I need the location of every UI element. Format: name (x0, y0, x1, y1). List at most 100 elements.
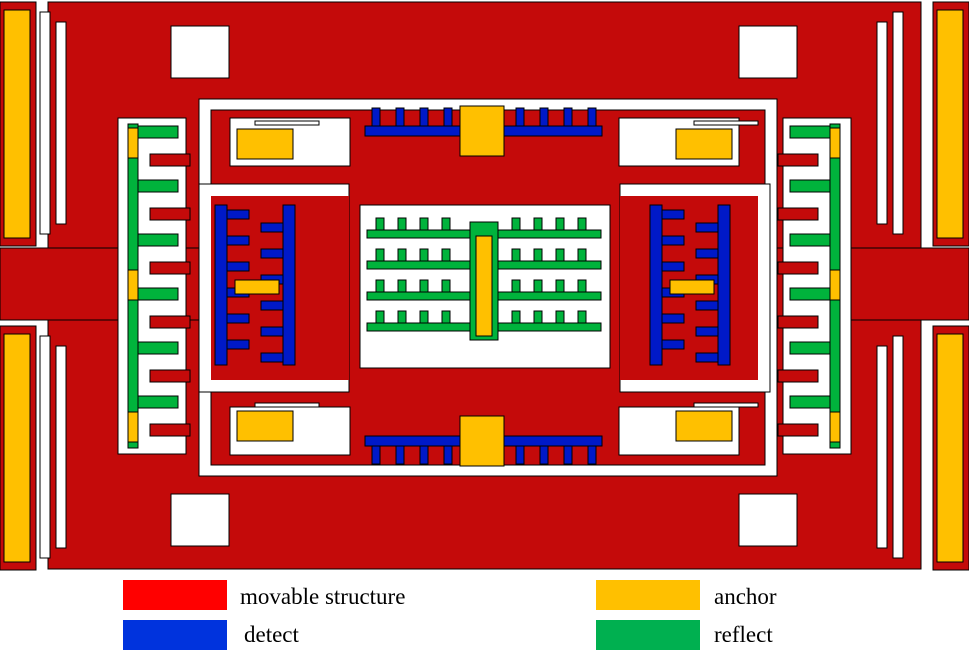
spring-anchor-1 (3, 333, 31, 563)
detect-finger-3 (443, 107, 453, 127)
movable-finger-2 (149, 261, 191, 275)
release-hole-4 (738, 493, 798, 547)
center-tooth-l-3-0 (375, 310, 385, 324)
center-tooth-r-1-0 (511, 248, 521, 262)
detect-finger-r-0 (695, 222, 719, 233)
center-tooth-r-2-3 (577, 279, 587, 293)
detect-finger-r-5 (260, 352, 284, 363)
legend-swatch-movable (123, 580, 227, 610)
corner-anchors (236, 120, 759, 442)
legend-label-movable: movable structure (240, 584, 406, 609)
right-spring-suspensions (876, 1, 969, 571)
left-reflect-comb (127, 123, 191, 449)
center-tooth-r-3-3 (577, 310, 587, 324)
legend-swatch-anchor (596, 580, 700, 610)
detect-finger-1 (395, 445, 405, 465)
detect-finger-r-5 (695, 352, 719, 363)
detect-finger-8 (563, 107, 573, 127)
reflect-finger-2 (789, 233, 831, 247)
detect-left-spine (649, 204, 663, 366)
spring-gap-a-0 (892, 11, 904, 235)
center-bar-left-1 (366, 260, 471, 270)
detect-finger-r-3 (695, 300, 719, 311)
detect-finger-2 (419, 445, 429, 465)
movable-finger-0 (149, 153, 191, 167)
center-tooth-l-1-2 (419, 248, 429, 262)
center-tooth-l-3-2 (419, 310, 429, 324)
detect-finger-9 (587, 445, 597, 465)
center-tooth-l-3-1 (397, 310, 407, 324)
center-tooth-l-2-1 (397, 279, 407, 293)
detect-finger-7 (539, 445, 549, 465)
detect-finger-l-5 (661, 339, 685, 350)
spring-gap-b-1 (55, 345, 67, 549)
detect-left-spine (214, 204, 228, 366)
center-anchor (475, 235, 493, 337)
reflect-finger-4 (137, 341, 179, 355)
reflect-finger-0 (789, 125, 831, 139)
center-tooth-l-0-2 (419, 217, 429, 231)
center-tooth-l-1-1 (397, 248, 407, 262)
center-reflect-comb (366, 217, 602, 341)
center-bar-right-2 (497, 291, 602, 301)
spring-anchor-1 (936, 333, 964, 563)
legend-swatch-detect (123, 620, 227, 650)
detect-anchor (459, 105, 505, 157)
reflect-finger-5 (137, 395, 179, 409)
detect-finger-0 (371, 445, 381, 465)
movable-finger-4 (777, 369, 819, 383)
detect-finger-1 (395, 107, 405, 127)
reflect-anchor-top (829, 127, 841, 159)
center-tooth-l-2-3 (441, 279, 451, 293)
corner-anchor-2 (675, 128, 733, 160)
detect-finger-r-4 (260, 326, 284, 337)
reflect-finger-4 (789, 341, 831, 355)
center-tooth-r-1-2 (555, 248, 565, 262)
corner-anchor-3 (236, 410, 294, 442)
detect-finger-3 (443, 445, 453, 465)
detect-finger-r-4 (695, 326, 719, 337)
spring-gap-a-0 (39, 11, 51, 235)
top-release-holes (170, 25, 798, 547)
center-tooth-r-0-1 (533, 217, 543, 231)
movable-finger-3 (777, 315, 819, 329)
detect-right-spine (282, 204, 296, 366)
detect-finger-l-1 (661, 235, 685, 246)
spring-gap-a-1 (39, 335, 51, 559)
center-tooth-l-0-0 (375, 217, 385, 231)
center-tooth-l-3-3 (441, 310, 451, 324)
corner-anchor-4 (675, 410, 733, 442)
detect-anchor (459, 415, 505, 467)
top-detect-comb (364, 105, 603, 157)
right-detect-comb (649, 204, 731, 366)
reflect-anchor-bot (127, 411, 139, 443)
spring-anchor-0 (936, 9, 964, 239)
center-bar-left-3 (366, 322, 471, 332)
center-tooth-r-2-0 (511, 279, 521, 293)
movable-finger-0 (777, 153, 819, 167)
corner-anchor-beam-4 (693, 402, 759, 408)
detect-finger-l-4 (661, 313, 685, 324)
reflect-anchor-mid (829, 269, 841, 301)
reflect-finger-3 (137, 287, 179, 301)
center-tooth-l-0-3 (441, 217, 451, 231)
detect-finger-6 (515, 445, 525, 465)
detect-finger-l-0 (226, 209, 250, 220)
reflect-anchor-top (127, 127, 139, 159)
spring-gap-b-0 (55, 21, 67, 225)
detect-finger-l-5 (226, 339, 250, 350)
reflect-anchor-mid (127, 269, 139, 301)
center-tooth-r-2-1 (533, 279, 543, 293)
spring-anchor-0 (3, 9, 31, 239)
movable-finger-1 (777, 207, 819, 221)
detect-finger-r-1 (260, 248, 284, 259)
center-tooth-l-2-2 (419, 279, 429, 293)
center-tooth-r-0-0 (511, 217, 521, 231)
left-detect-comb (214, 204, 296, 366)
detect-finger-l-2 (661, 261, 685, 272)
center-tooth-r-3-2 (555, 310, 565, 324)
center-bar-left-0 (366, 229, 471, 239)
corner-anchor-beam-1 (254, 120, 320, 126)
movable-finger-4 (149, 369, 191, 383)
